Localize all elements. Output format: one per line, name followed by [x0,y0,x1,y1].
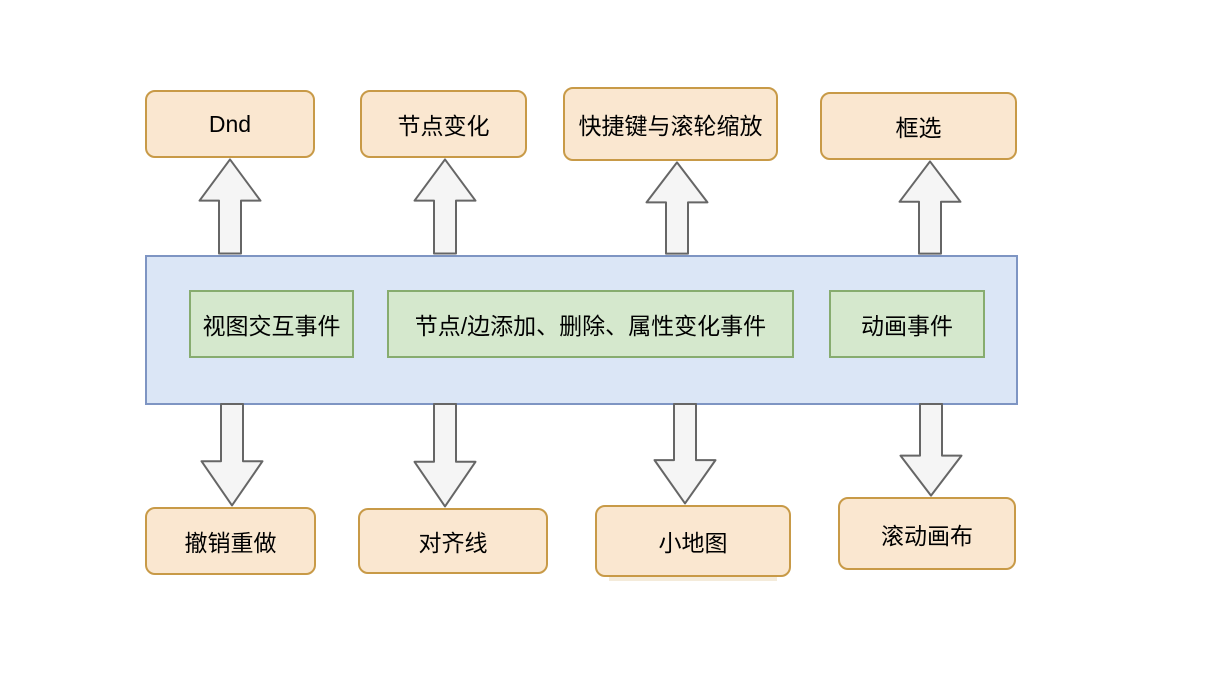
up-arrow-icon [898,160,962,255]
badge-label: 视图交互事件 [202,313,341,339]
node-node-change: 节点变化 [360,90,527,158]
down-arrow-icon [899,403,963,497]
node-scroll-canvas: 滚动画布 [838,497,1016,570]
badge-animation-events: 动画事件 [829,290,985,358]
badge-node-edge-change-events: 节点/边添加、删除、属性变化事件 [387,290,794,358]
up-arrow-icon [198,158,262,255]
badge-label: 节点/边添加、删除、属性变化事件 [414,313,767,339]
badge-view-interaction-events: 视图交互事件 [189,290,354,358]
node-undo-redo: 撤销重做 [145,507,316,575]
down-arrow-icon [200,403,264,507]
badge-label: 动画事件 [861,313,953,339]
event-bus-container: 视图交互事件 节点/边添加、删除、属性变化事件 动画事件 [145,255,1018,405]
node-label: 撤销重做 [184,530,277,556]
node-label: 滚动画布 [881,522,973,549]
node-box-select: 框选 [820,92,1017,160]
node-label: 小地图 [658,530,728,556]
node-hotkey-wheel-zoom: 快捷键与滚轮缩放 [563,87,778,161]
up-arrow-icon [645,161,709,255]
node-dnd: Dnd [145,90,315,158]
node-label: 对齐线 [418,530,488,556]
node-minimap: 小地图 [595,505,791,577]
node-label: 快捷键与滚轮缩放 [578,113,763,139]
node-snapline: 对齐线 [358,508,548,574]
down-arrow-icon [413,403,477,508]
node-label: 节点变化 [397,113,490,139]
node-label: Dnd [208,110,252,137]
down-arrow-icon [653,403,717,505]
up-arrow-icon [413,158,477,255]
node-label: 框选 [895,115,942,141]
